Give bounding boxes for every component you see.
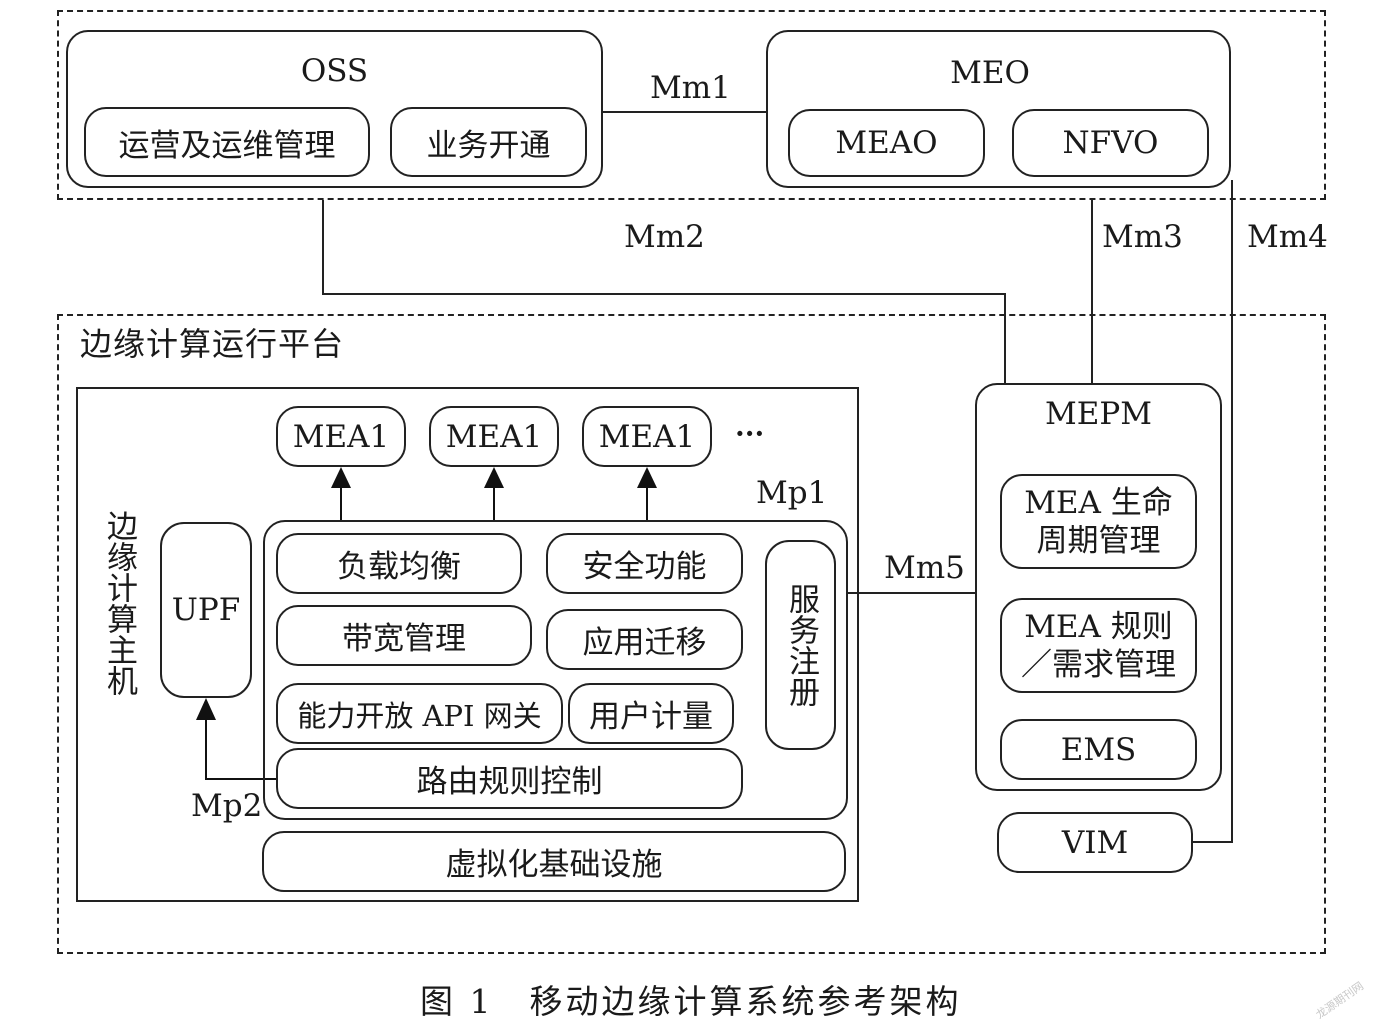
mm4-line <box>1193 180 1233 843</box>
mea-app-box: MEA1 <box>429 406 559 467</box>
more-apps-ellipsis: ··· <box>735 417 765 450</box>
service-registration-box: 服务注册 <box>765 540 836 750</box>
mm2-label: Mm2 <box>624 219 705 255</box>
api-gateway-box: 能力开放 API 网关 <box>276 683 563 744</box>
mm3-label: Mm3 <box>1102 219 1183 255</box>
mm5-label: Mm5 <box>884 550 965 586</box>
mea-app-box: MEA1 <box>276 406 406 467</box>
meo-title: MEO <box>950 54 1030 91</box>
top-management-region <box>57 10 1326 200</box>
security-function-box: 安全功能 <box>546 533 743 594</box>
mp1-label: Mp1 <box>756 475 828 511</box>
load-balancing-box: 负载均衡 <box>276 533 522 594</box>
oss-operations-box: 运营及运维管理 <box>84 107 370 177</box>
ems-box: EMS <box>1000 719 1197 780</box>
oss-service-provisioning-box: 业务开通 <box>390 107 587 177</box>
meao-box: MEAO <box>788 109 985 177</box>
app-migration-box: 应用迁移 <box>546 609 743 670</box>
nfvo-box: NFVO <box>1012 109 1209 177</box>
mm2-line <box>322 200 1006 383</box>
vim-box: VIM <box>997 812 1193 873</box>
mea-app-box: MEA1 <box>582 406 712 467</box>
oss-box <box>66 30 603 188</box>
mepm-box <box>975 383 1222 791</box>
mm1-label: Mm1 <box>650 70 731 106</box>
meo-box <box>766 30 1231 188</box>
edge-host-title: 边缘计算主机 <box>101 510 137 696</box>
mm4-label: Mm4 <box>1247 219 1328 255</box>
user-metering-box: 用户计量 <box>568 683 734 744</box>
edge-platform-title: 边缘计算运行平台 <box>80 325 345 363</box>
mp1-arrows <box>331 467 657 520</box>
mp2-label: Mp2 <box>191 788 263 824</box>
edge-platform-region <box>57 314 1326 954</box>
mep-services-box <box>263 520 848 820</box>
oss-title: OSS <box>300 52 369 89</box>
bandwidth-management-box: 带宽管理 <box>276 605 532 666</box>
mp2-arrow <box>196 698 277 780</box>
edge-host-box <box>76 387 859 902</box>
mea-rules-requirements-box: MEA 规则／需求管理 <box>1000 598 1197 693</box>
routing-rules-box: 路由规则控制 <box>276 748 743 809</box>
figure-caption: 图 1 移动边缘计算系统参考架构 <box>420 982 962 1021</box>
mea-rules-requirements-label: MEA 规则／需求管理 <box>1021 608 1176 683</box>
mepm-title: MEPM <box>1045 395 1152 432</box>
mea-lifecycle-box: MEA 生命周期管理 <box>1000 474 1197 569</box>
virtualization-infrastructure-box: 虚拟化基础设施 <box>262 831 846 892</box>
mea-lifecycle-label: MEA 生命周期管理 <box>1024 484 1173 559</box>
upf-box: UPF <box>160 522 252 698</box>
